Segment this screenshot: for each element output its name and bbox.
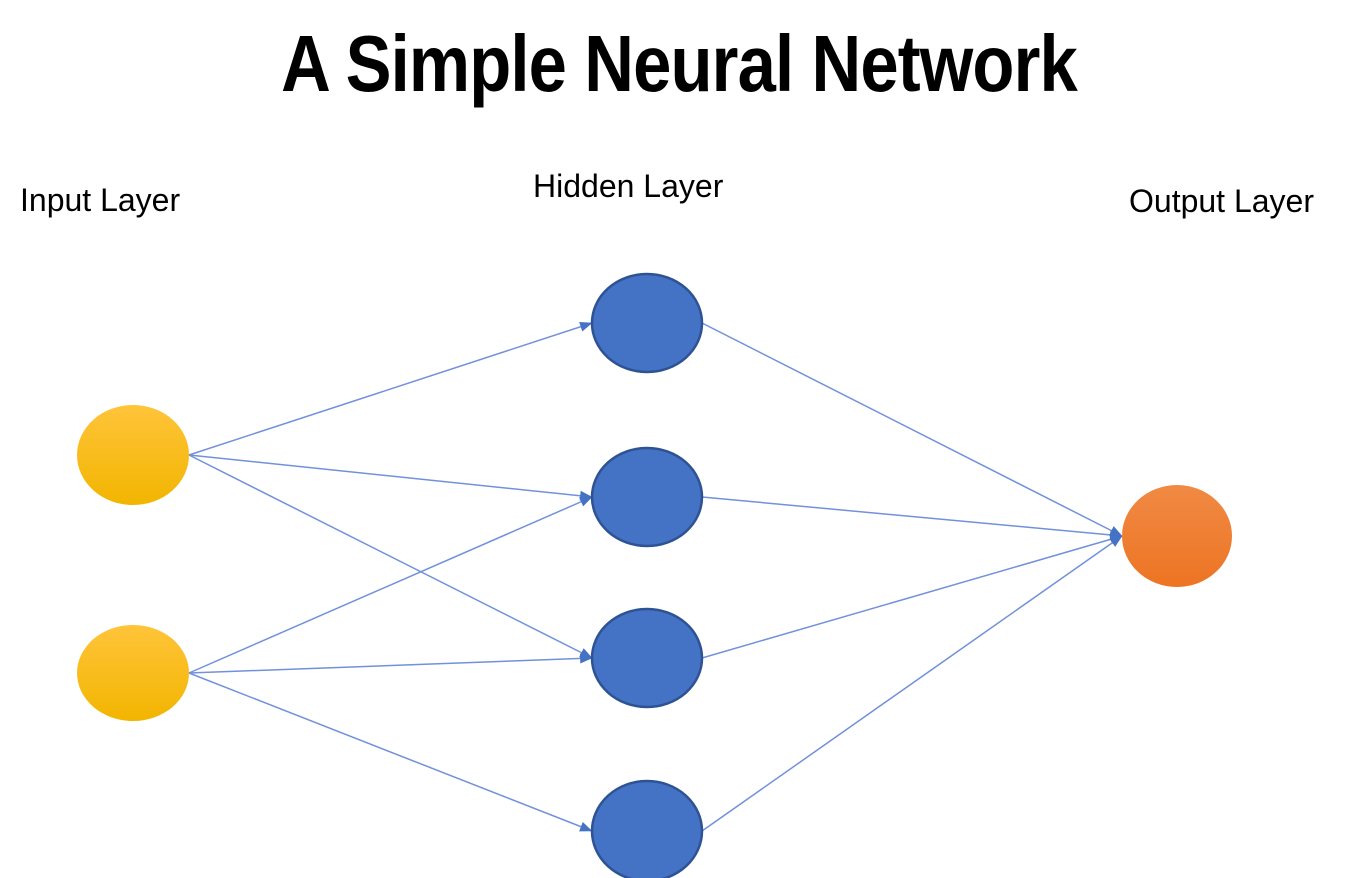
layer-label-output: Output Layer [1129,183,1314,219]
edge-h2-o1 [701,496,1123,540]
node-input-i1 [77,405,189,505]
node-hidden-h1 [590,272,704,374]
node-hidden-h2 [590,446,704,548]
edge-i1-h2 [188,454,593,501]
edge-h4-o1 [701,535,1123,832]
node-hidden-h4 [590,779,704,878]
edge-h3-o1 [701,534,1123,659]
edge-i2-h2 [188,496,593,674]
edge-h1-o1 [701,322,1123,537]
node-input-i2 [77,625,189,721]
node-output-o1 [1122,485,1232,587]
layer-label-input: Input Layer [20,182,181,218]
edge-i2-h4 [188,672,593,832]
edge-i2-h3 [188,653,593,674]
diagram-title: A Simple Neural Network [281,19,1078,108]
edge-i1-h3 [188,454,593,659]
node-hidden-h3 [590,607,704,709]
layer-label-hidden: Hidden Layer [533,168,724,204]
edge-i1-h1 [188,321,593,456]
